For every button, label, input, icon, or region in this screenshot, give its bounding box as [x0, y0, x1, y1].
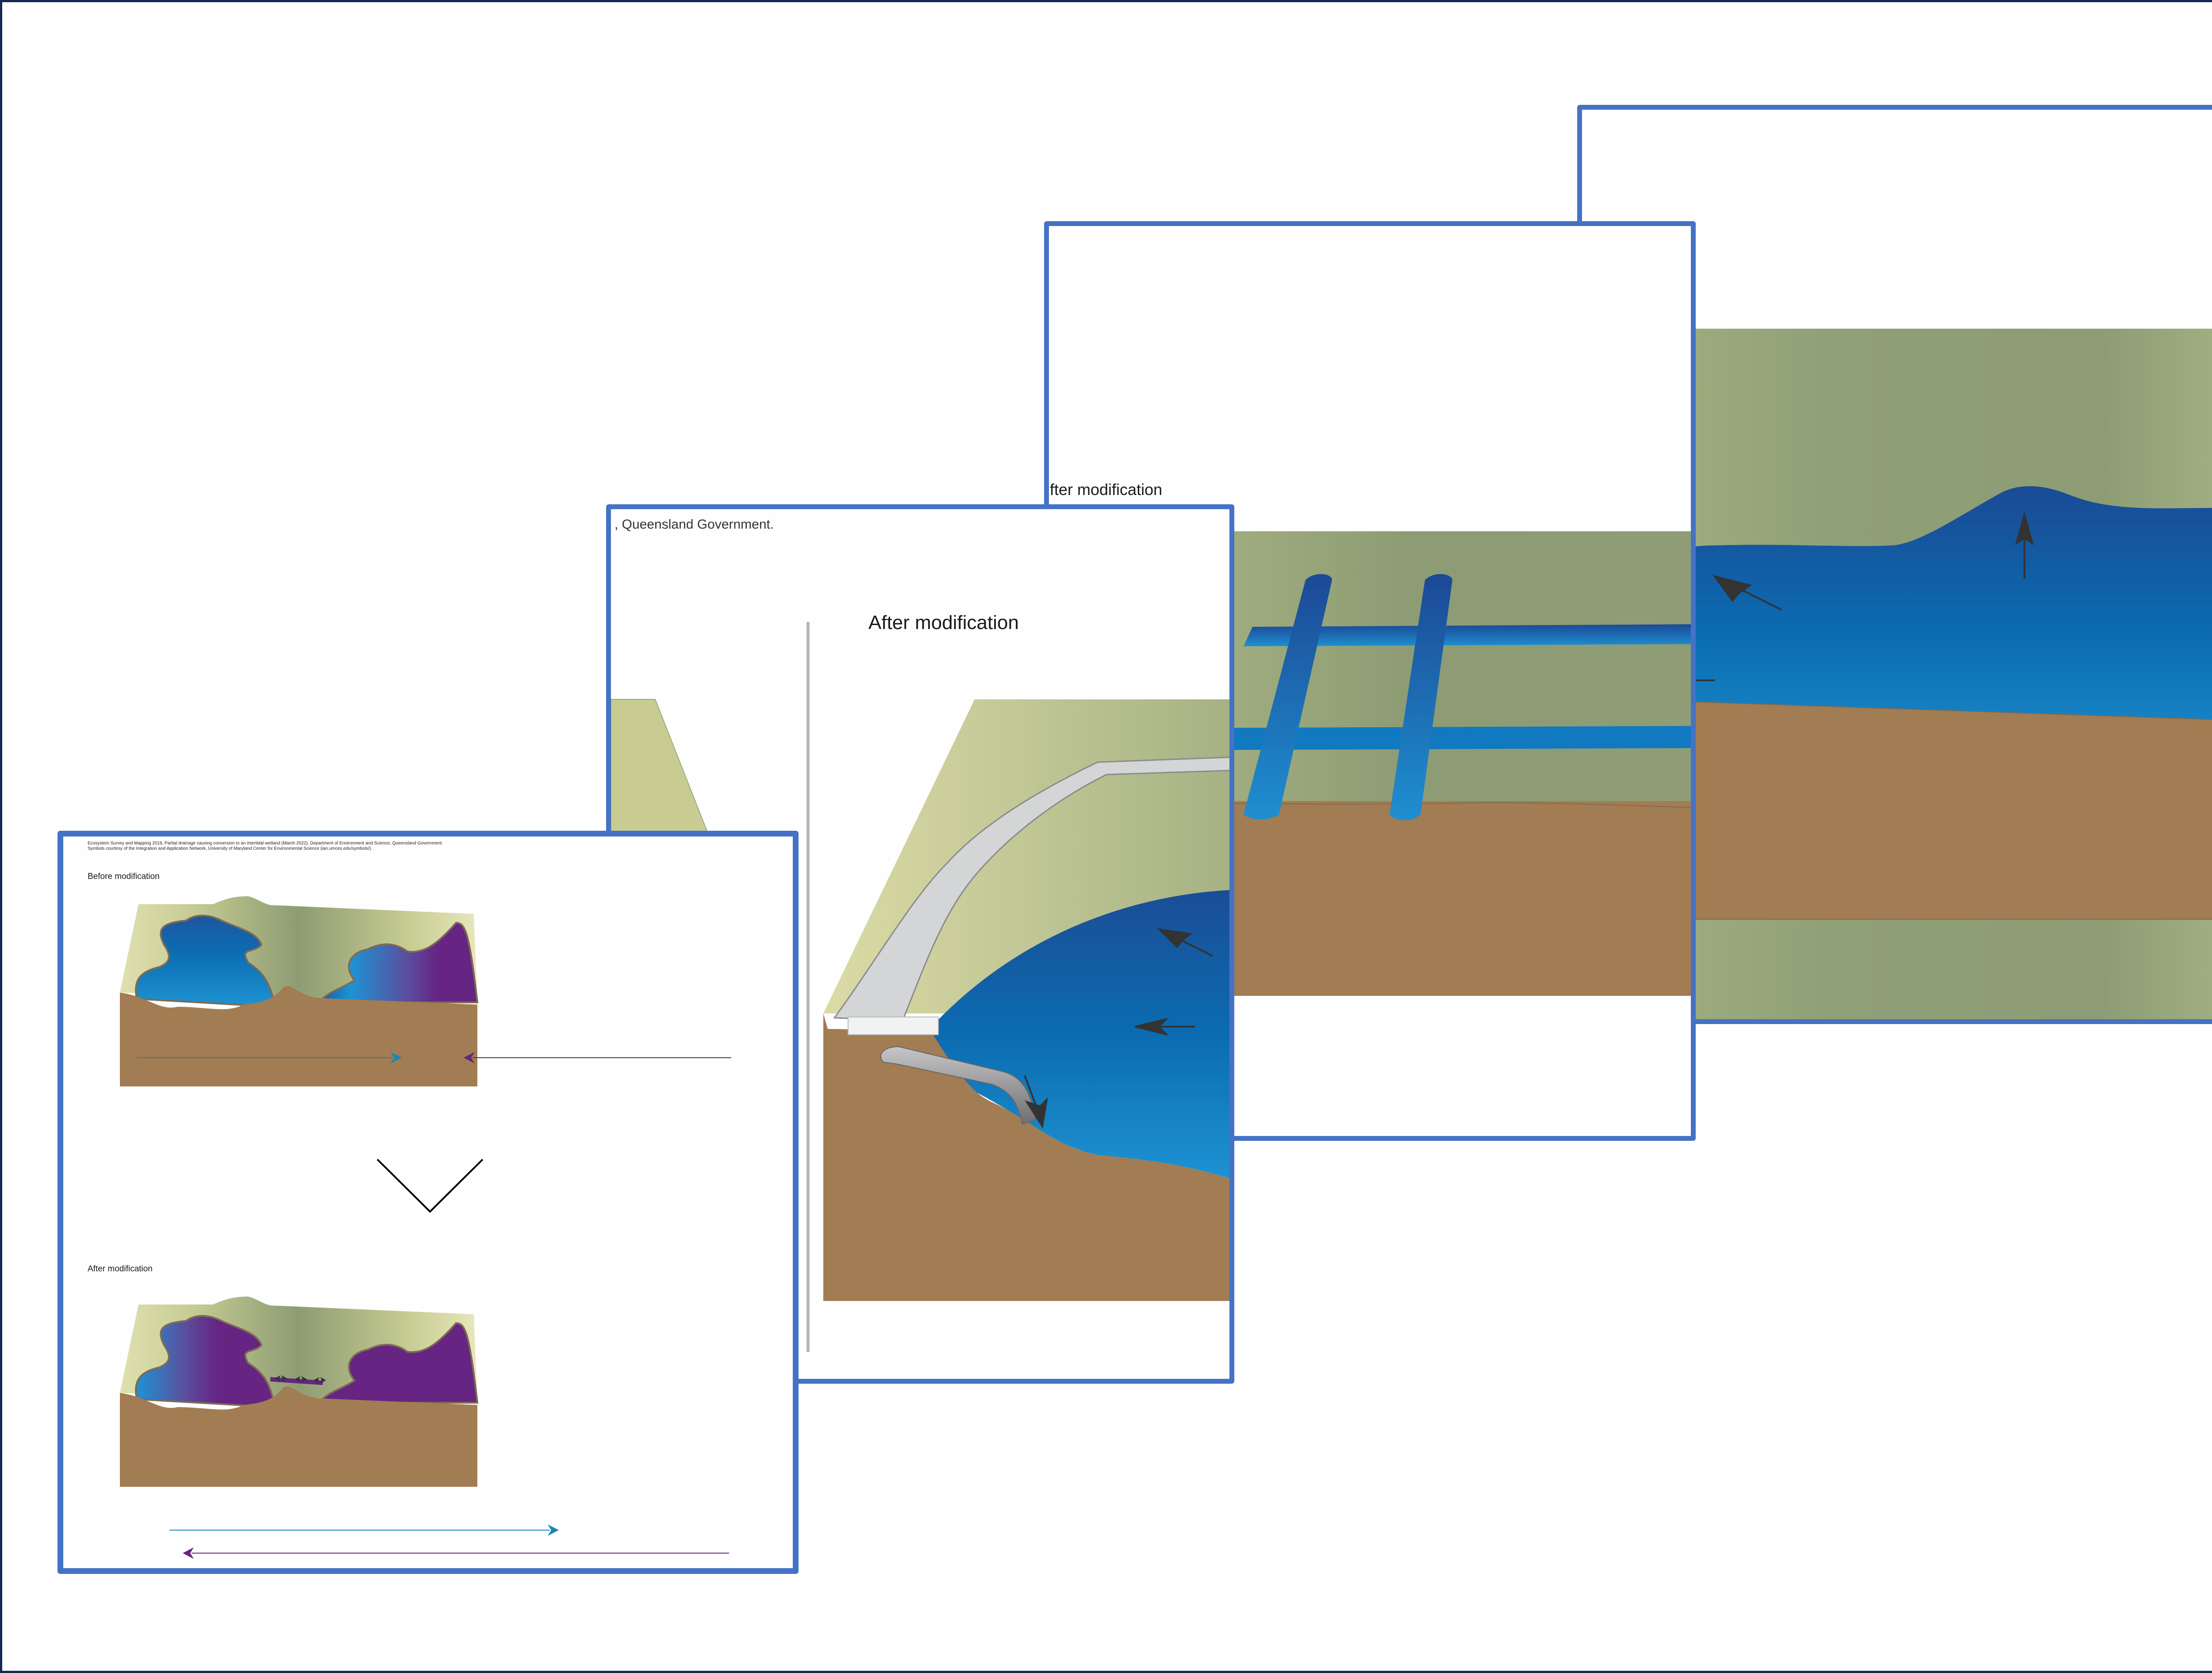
flow-arrow-up-left-icon — [1713, 575, 1782, 610]
after-modification-label: After modification — [88, 1264, 153, 1274]
levee-pipe-diagram — [611, 622, 1229, 1352]
card-2-header-fragment: , Queensland Government. — [614, 517, 774, 532]
flow-arrow-up-icon — [2015, 511, 2034, 579]
card-3-title-fragment: fter modification — [1050, 480, 1162, 499]
channel-diagonal-left — [1244, 574, 1332, 820]
soil-layer — [1582, 697, 2212, 920]
after-freshwater-arrow-icon — [169, 1524, 559, 1536]
flow-arrow-left-icon — [1135, 1017, 1195, 1036]
chevron-down-icon[interactable] — [376, 1159, 484, 1213]
after-saltwater-arrow-icon — [183, 1547, 729, 1559]
outflow-pipe — [880, 1046, 1037, 1125]
flow-arrow-up-left-icon — [1157, 928, 1213, 957]
water-body — [929, 890, 1229, 1178]
before-freshwater-arrow-icon — [136, 1052, 402, 1063]
after-diagram — [120, 1297, 479, 1487]
before-after-wetland-diagram — [120, 896, 731, 1559]
citation-text: Ecosystem Survey and Mapping 2019, Parti… — [88, 841, 443, 852]
channel-diagonal-right — [1390, 574, 1452, 821]
levee-footing — [848, 1017, 939, 1035]
citation-line-1: Ecosystem Survey and Mapping 2019, Parti… — [88, 841, 443, 846]
card-1-before-after[interactable]: Ecosystem Survey and Mapping 2019, Parti… — [58, 831, 799, 1574]
tidal-exchange-arrows-icon — [275, 1375, 326, 1383]
pipe-outflow-arrow-icon — [1024, 1075, 1048, 1129]
land-strip-left — [611, 699, 710, 837]
levee-wall — [833, 756, 1229, 1021]
before-diagram — [120, 896, 479, 1086]
before-modification-label: Before modification — [88, 872, 160, 881]
before-saltwater-arrow-icon — [464, 1052, 731, 1063]
divider-line — [806, 622, 810, 1352]
card-2-title: After modification — [868, 612, 1019, 633]
channel-horizontal-upper — [1244, 624, 1691, 646]
citation-line-2: Symbols courtesy of the Integration and … — [88, 846, 373, 851]
soil-layer — [823, 1013, 1229, 1301]
